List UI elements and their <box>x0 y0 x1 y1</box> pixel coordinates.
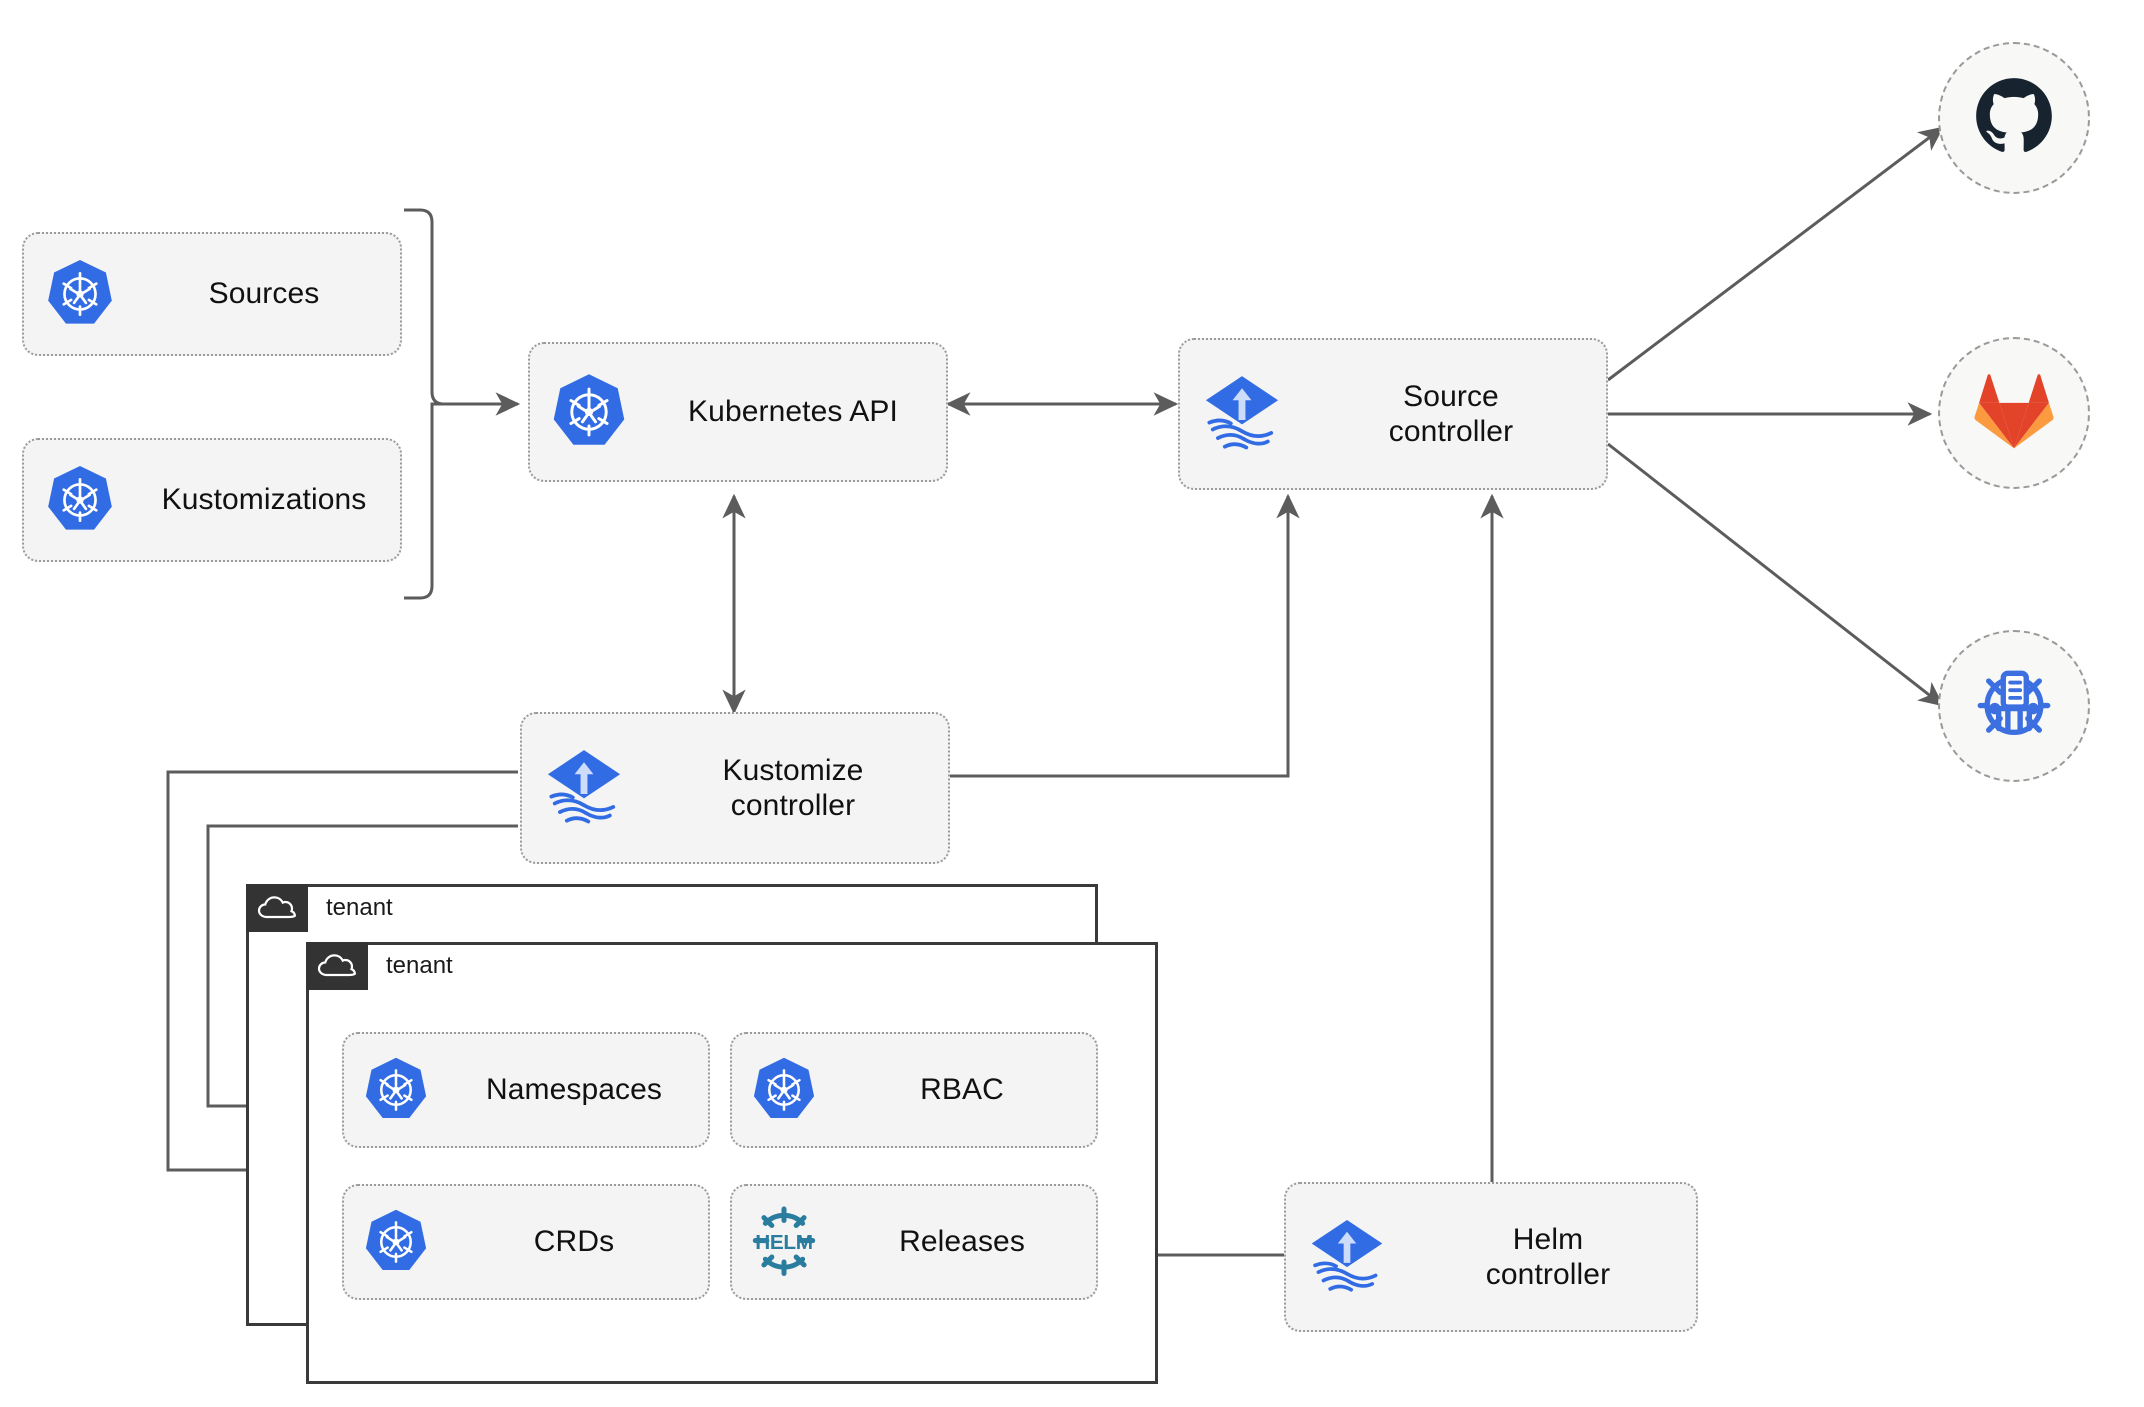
group-brace <box>404 208 445 600</box>
kubernetes-icon <box>732 1055 836 1125</box>
node-kustomize-controller[interactable]: Kustomize controller <box>520 712 950 864</box>
kubernetes-icon <box>24 463 136 537</box>
node-namespaces[interactable]: Namespaces <box>342 1032 710 1148</box>
tenant-tab-front: tenant <box>306 942 453 990</box>
edge-kustomize-source <box>948 493 1300 778</box>
tenant-label-back: tenant <box>326 894 393 921</box>
node-label: Sources <box>208 277 320 311</box>
endpoint-gitlab[interactable] <box>1938 337 2090 489</box>
node-label: Helm controller <box>1408 1222 1696 1293</box>
kubernetes-icon <box>530 371 648 453</box>
tenant-container-front: tenant <box>306 942 1158 1384</box>
node-label: Namespaces <box>485 1073 663 1107</box>
tenant-tab-back: tenant <box>246 884 393 932</box>
node-label-line1: Source <box>1403 379 1499 413</box>
flux-icon <box>1180 371 1304 457</box>
helm-chart-repo-icon <box>1968 658 2060 755</box>
node-sources[interactable]: Sources <box>22 232 402 356</box>
gitlab-icon <box>1973 372 2055 455</box>
cloud-icon <box>246 884 308 932</box>
kubernetes-icon <box>344 1207 448 1277</box>
edge-source-github <box>1607 126 1944 382</box>
flux-icon <box>1286 1215 1408 1299</box>
node-crds[interactable]: CRDs <box>342 1184 710 1300</box>
node-kustomizations[interactable]: Kustomizations <box>22 438 402 562</box>
svg-text:HELM: HELM <box>755 1231 812 1254</box>
node-label: Kustomize controller <box>646 753 948 824</box>
cloud-icon <box>306 942 368 990</box>
node-label-line2: controller <box>730 789 856 822</box>
flux-icon <box>522 745 646 831</box>
endpoint-helm-repository[interactable] <box>1938 630 2090 782</box>
node-label-line1: Kustomize <box>722 753 864 787</box>
kubernetes-icon <box>24 257 136 331</box>
node-label-line2: controller <box>1388 415 1514 448</box>
edge-source-helmrepo <box>1607 442 1944 707</box>
node-label-line2: controller <box>1485 1258 1611 1291</box>
node-source-controller[interactable]: Source controller <box>1178 338 1608 490</box>
node-label: RBAC <box>920 1073 1004 1107</box>
node-label-line1: Helm <box>1512 1222 1584 1256</box>
tenant-label-front: tenant <box>386 952 453 979</box>
node-label: Kubernetes API <box>688 395 898 429</box>
node-rbac[interactable]: RBAC <box>730 1032 1098 1148</box>
kubernetes-icon <box>344 1055 448 1125</box>
endpoint-github[interactable] <box>1938 42 2090 194</box>
node-releases[interactable]: HELM Releases <box>730 1184 1098 1300</box>
node-label: Releases <box>899 1225 1025 1259</box>
node-label: Source controller <box>1304 379 1606 450</box>
node-helm-controller[interactable]: Helm controller <box>1284 1182 1698 1332</box>
github-icon <box>1971 73 2057 164</box>
node-label: Kustomizations <box>161 483 367 517</box>
node-label: CRDs <box>533 1225 615 1259</box>
node-kubernetes-api[interactable]: Kubernetes API <box>528 342 948 482</box>
helm-icon: HELM <box>732 1199 836 1285</box>
